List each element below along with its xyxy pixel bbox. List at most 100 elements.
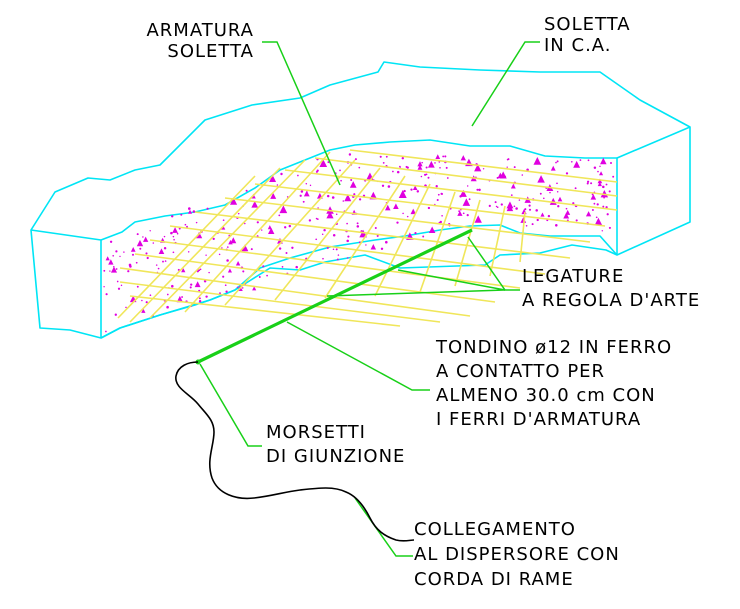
concrete-dot [109, 270, 111, 272]
concrete-dot [510, 194, 513, 196]
concrete-dot [119, 255, 121, 258]
concrete-dot [180, 213, 183, 216]
concrete-dot [285, 252, 288, 254]
concrete-dot [401, 157, 404, 160]
concrete-dot [513, 205, 516, 208]
concrete-dot [308, 219, 312, 222]
concrete-dot [258, 276, 261, 278]
rebar-bar [129, 295, 401, 327]
concrete-dot [184, 223, 187, 226]
concrete-dot [291, 246, 294, 249]
concrete-dot [136, 233, 139, 236]
concrete-dot [103, 269, 106, 272]
concrete-dot [442, 155, 445, 158]
concrete-dot [515, 207, 518, 210]
concrete-dot [331, 196, 335, 199]
concrete-dot [346, 239, 349, 243]
concrete-dot [270, 192, 277, 199]
concrete-dot [556, 160, 559, 163]
concrete-dot [235, 261, 241, 266]
concrete-dot [206, 207, 209, 210]
concrete-dot [596, 203, 599, 206]
concrete-dot [575, 219, 578, 222]
concrete-dot [382, 161, 385, 164]
concrete-dot [573, 160, 581, 168]
concrete-dot [402, 212, 404, 215]
concrete-dot [586, 182, 589, 185]
concrete-dot [557, 205, 560, 208]
concrete-dot [114, 313, 117, 316]
concrete-dots [103, 153, 615, 333]
rebar-bar [374, 183, 431, 297]
concrete-dot [241, 244, 249, 252]
concrete-dot [410, 188, 413, 191]
concrete-dot [405, 165, 408, 168]
concrete-dot [462, 212, 465, 215]
concrete-dot [158, 248, 165, 255]
concrete-dot [181, 267, 186, 273]
label-line: LEGATURE [522, 266, 625, 287]
concrete-dot [412, 185, 418, 191]
concrete-dot [605, 183, 608, 186]
label-soletta-ca: SOLETTA IN C.A. [544, 14, 631, 56]
concrete-dot [152, 242, 155, 244]
concrete-dot [208, 271, 210, 274]
label-line: DI GIUNZIONE [266, 446, 406, 467]
concrete-dot [425, 173, 428, 176]
rebar-bar [274, 167, 381, 301]
concrete-dot [149, 230, 151, 232]
concrete-dot [164, 260, 167, 262]
concrete-dot [230, 197, 238, 205]
label-line: SOLETTA [544, 14, 631, 35]
concrete-dot [130, 247, 136, 252]
concrete-dot [507, 158, 510, 161]
concrete-dot [187, 251, 190, 253]
leader-armatura-soletta [262, 41, 341, 186]
concrete-dot [135, 261, 138, 264]
concrete-dot [474, 164, 482, 172]
concrete-dot [500, 203, 503, 206]
concrete-dot [269, 175, 277, 182]
concrete-dot [381, 184, 385, 187]
concrete-dot [587, 159, 590, 162]
concrete-dot [241, 287, 244, 289]
concrete-dot [521, 174, 524, 176]
concrete-dot [203, 280, 207, 283]
concrete-dot [358, 198, 362, 201]
concrete-dot [224, 284, 227, 287]
concrete-dot [555, 224, 558, 227]
concrete-dot [149, 294, 152, 297]
rebar-bar [324, 175, 406, 299]
rebar-bar [117, 175, 256, 319]
label-line: A CONTATTO PER [436, 361, 606, 382]
concrete-dot [166, 293, 169, 296]
concrete-dot [305, 182, 308, 185]
rebar-bar [194, 211, 571, 259]
label-legature: LEGATURE A REGOLA D'ARTE [522, 265, 700, 313]
concrete-dot [198, 299, 202, 303]
rebar-bar [184, 151, 331, 313]
concrete-dot [458, 210, 460, 212]
concrete-dot [162, 260, 164, 263]
concrete-dot [163, 235, 166, 238]
concrete-dot [556, 190, 559, 193]
concrete-dot [339, 169, 341, 172]
concrete-dot [143, 236, 149, 242]
concrete-dot [606, 213, 609, 216]
concrete-dot [468, 198, 471, 201]
concrete-dot [163, 246, 167, 250]
concrete-dot [115, 250, 118, 253]
concrete-dot [579, 159, 582, 161]
concrete-dot [496, 206, 499, 208]
concrete-dot [427, 176, 430, 179]
concrete-dot [326, 211, 334, 219]
concrete-dot [332, 233, 336, 237]
concrete-dot [427, 160, 435, 168]
concrete-dot [117, 287, 121, 290]
concrete-dot [245, 189, 248, 192]
concrete-dot [414, 232, 417, 235]
concrete-dot [322, 257, 324, 260]
concrete-dot [237, 212, 240, 215]
concrete-dot [173, 238, 175, 241]
concrete-dot [288, 224, 292, 228]
